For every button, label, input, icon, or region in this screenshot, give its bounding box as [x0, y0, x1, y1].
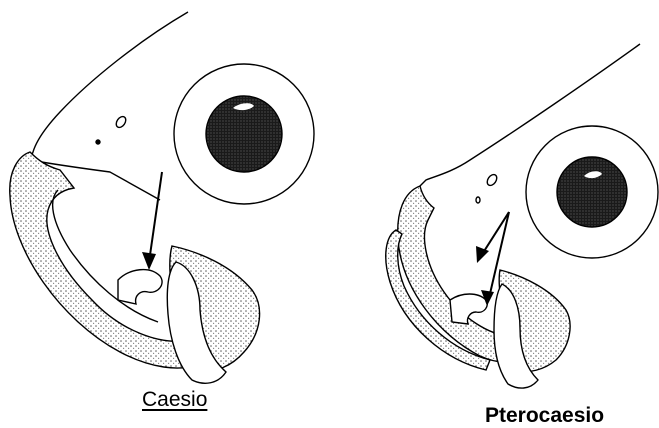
caesio-head — [10, 12, 314, 383]
pterocaesio-head — [386, 44, 658, 388]
fish-head-comparison-diagram — [0, 0, 659, 418]
caesio-label: Caesio — [142, 388, 207, 412]
caesio-arrowhead — [142, 252, 156, 270]
caesio-ascending-process — [118, 270, 162, 304]
caesio-nostril — [114, 115, 127, 129]
pterocaesio-pupil — [557, 157, 627, 227]
caesio-arrow-shaft — [149, 172, 162, 262]
pterocaesio-label: Pterocaesio — [485, 404, 604, 428]
pterocaesio-arrowhead-a — [476, 246, 489, 263]
pterocaesio-nostril — [485, 173, 498, 187]
